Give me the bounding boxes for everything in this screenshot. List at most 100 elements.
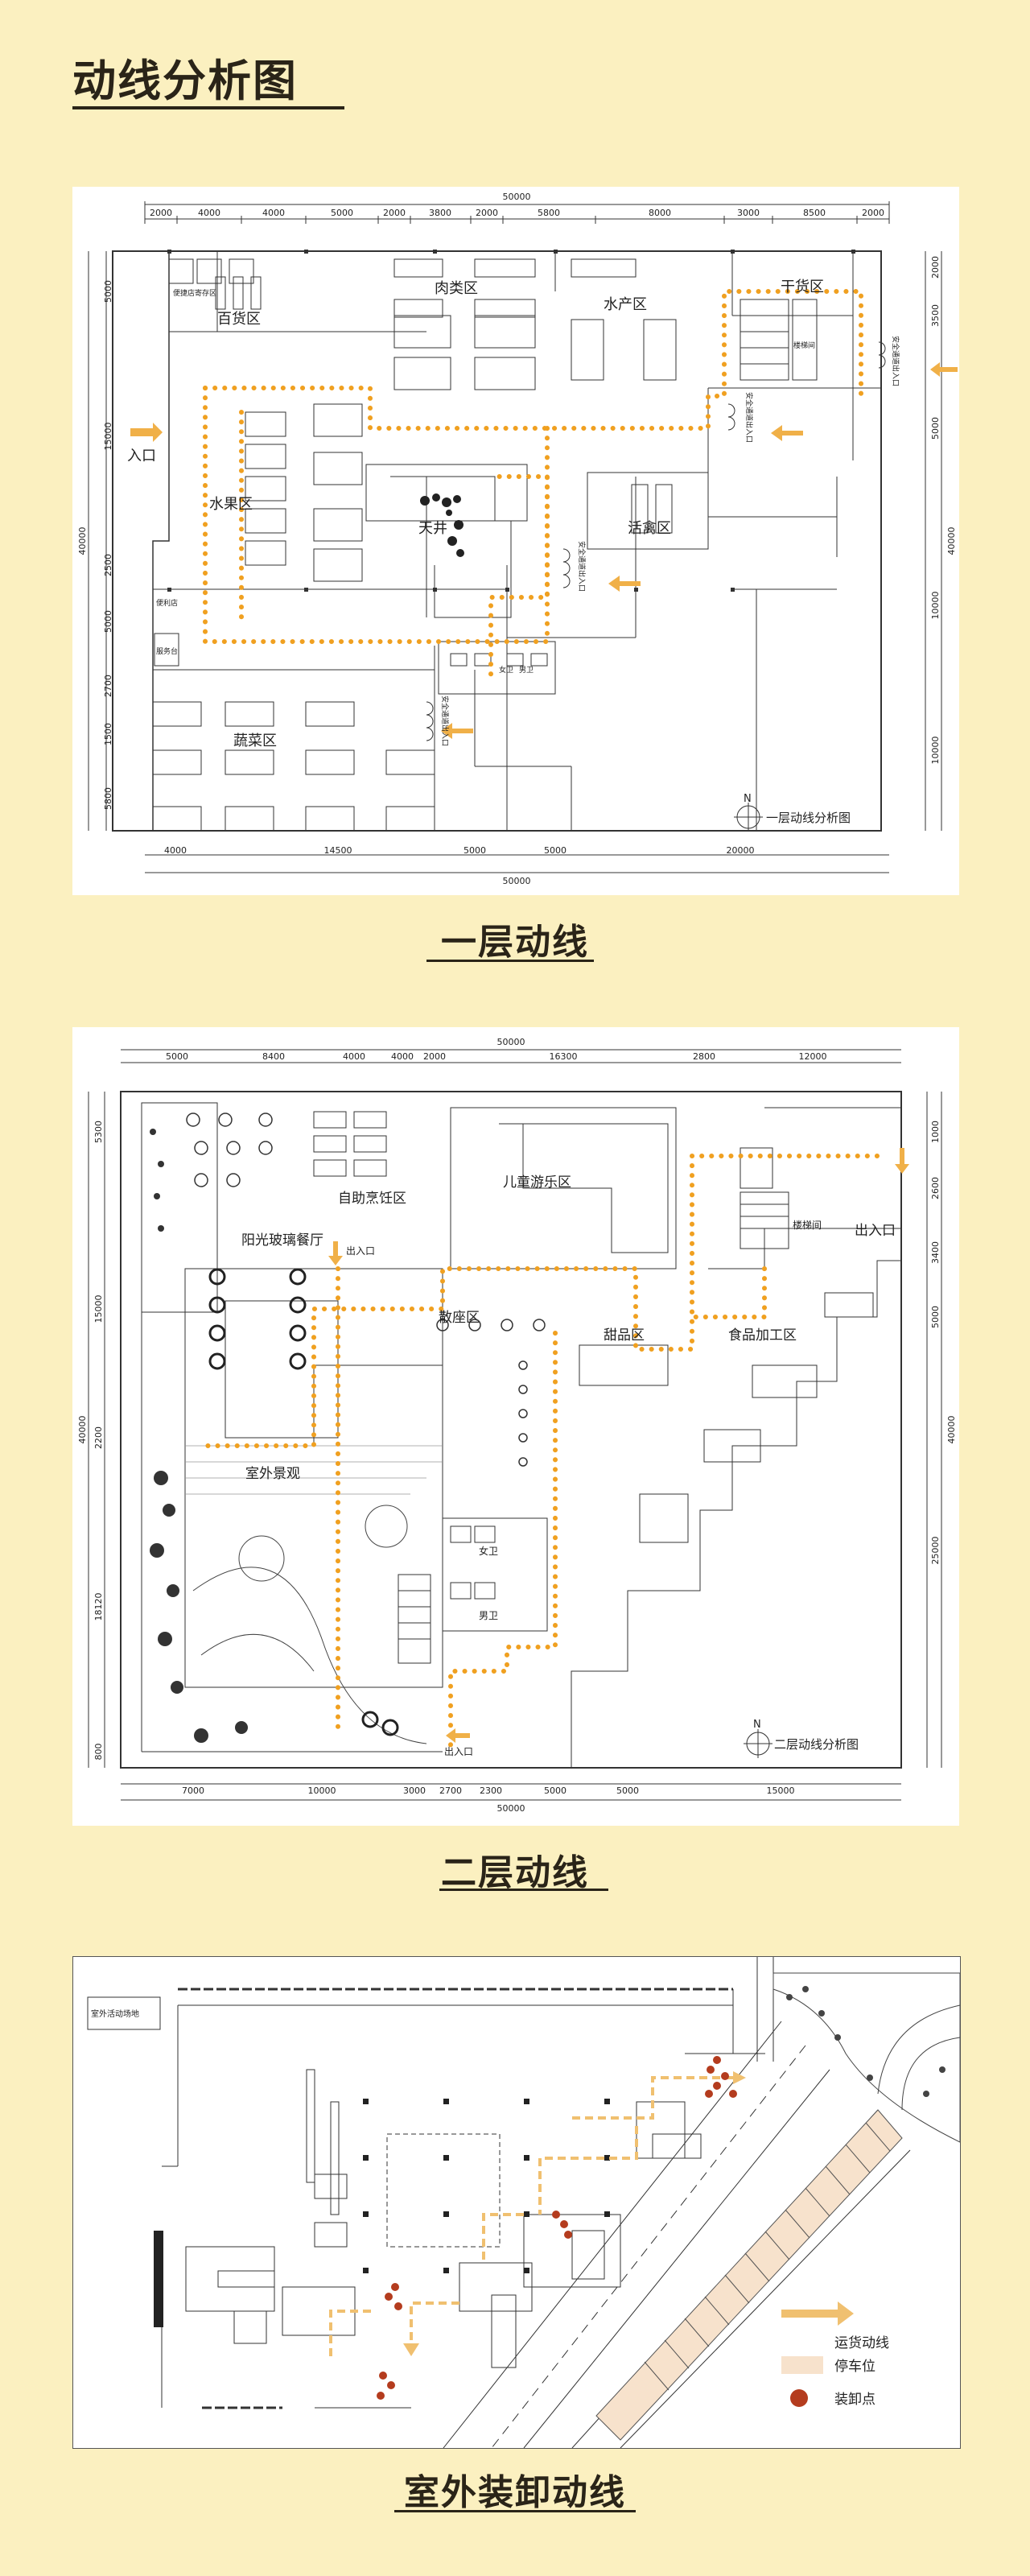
- p2-dim-top: 5000: [166, 1051, 188, 1062]
- p1-small-shop: 便利店: [156, 598, 178, 608]
- p1-dim-left: 5000: [103, 280, 113, 303]
- p1-zone-veg: 蔬菜区: [233, 733, 277, 749]
- p1-dim-left: 2700: [103, 675, 113, 697]
- p2-stairs: 楼梯间: [793, 1219, 822, 1231]
- p1-zone-dry: 干货区: [781, 279, 824, 295]
- p2-toilet-m: 男卫: [479, 1610, 498, 1621]
- p2-zone-food: 食品加工区: [728, 1327, 797, 1344]
- plan2-caption: 二层动线: [441, 1852, 589, 1893]
- p1-dim-right: 2000: [930, 256, 941, 279]
- p2-dim-bottom: 5000: [544, 1785, 566, 1796]
- p1-dim-bottom: 20000: [727, 845, 755, 856]
- p2-zone-kids: 儿童游乐区: [503, 1174, 571, 1191]
- p2-dim-left: 18120: [93, 1593, 104, 1621]
- p3-top-label: 室外活动场地: [91, 2008, 139, 2019]
- p1-safety-exit-4: 安全通道出入口: [891, 336, 900, 386]
- p2-entrance-top: 出入口: [346, 1245, 375, 1257]
- p1-dim-bottom: 4000: [164, 845, 187, 856]
- plan1-panel: 50000 2000 4000 4000 5000 2000 3800 2000…: [72, 187, 959, 895]
- p2-dim-left: 15000: [93, 1295, 104, 1323]
- page-title: 动线分析图: [72, 56, 298, 106]
- p1-zone-fruit: 水果区: [209, 496, 253, 513]
- p2-zone-dessert: 甜品区: [604, 1327, 645, 1344]
- p2-zone-glass: 阳光玻璃餐厅: [241, 1232, 323, 1249]
- p2-dim-top-total: 50000: [497, 1037, 525, 1047]
- p1-zone-atrium: 天井: [418, 520, 447, 537]
- p1-counter: 服务台: [156, 646, 178, 656]
- p1-dim-top: 3000: [737, 208, 760, 218]
- p2-dim-top: 12000: [799, 1051, 827, 1062]
- p2-dim-top: 4000: [391, 1051, 414, 1062]
- p1-zone-meat: 肉类区: [435, 280, 478, 297]
- p1-legend-label: 一层动线分析图: [766, 811, 851, 825]
- p2-dim-bottom: 5000: [616, 1785, 639, 1796]
- p2-dim-bottom: 2700: [439, 1785, 462, 1796]
- p2-north: N: [753, 1719, 761, 1731]
- p2-dim-left: 800: [93, 1744, 104, 1761]
- p1-dim-right: 10000: [930, 592, 941, 620]
- p2-dim-right: 3400: [930, 1241, 941, 1264]
- p2-dim-top: 2800: [693, 1051, 715, 1062]
- title-underline: [72, 106, 344, 109]
- p1-dim-left: 2500: [103, 554, 113, 576]
- p2-dim-bottom: 10000: [308, 1785, 336, 1796]
- p1-dim-right: 10000: [930, 737, 941, 765]
- plan1-caption: 一层动线: [441, 922, 589, 963]
- p1-dim-top: 4000: [198, 208, 220, 218]
- p1-dim-left: 15000: [103, 423, 113, 451]
- p1-dim-left: 1500: [103, 723, 113, 745]
- p1-safety-exit-2: 安全通道出入口: [577, 541, 587, 592]
- plan3-caption: 室外装卸动线: [404, 2472, 626, 2513]
- p1-dim-top: 2000: [383, 208, 406, 218]
- p1-dim-top: 8500: [803, 208, 826, 218]
- p2-legend-label: 二层动线分析图: [774, 1737, 859, 1752]
- plan2-drawing: 50000 5000 8400 4000 4000 2000 16300 280…: [77, 1037, 957, 1814]
- p2-dim-bottom-total: 50000: [497, 1803, 525, 1814]
- plan1-drawing: 50000 2000 4000 4000 5000 2000 3800 2000…: [77, 192, 958, 886]
- p2-dim-top: 16300: [550, 1051, 578, 1062]
- p1-dim-top: 2000: [476, 208, 498, 218]
- p1-zone-poultry: 活禽区: [628, 520, 671, 537]
- p2-dim-right: 5000: [930, 1306, 941, 1328]
- p2-dim-left: 2200: [93, 1426, 104, 1449]
- p1-dim-bottom-total: 50000: [503, 876, 531, 886]
- p2-dim-left: 40000: [77, 1416, 88, 1444]
- unload-legend-swatch: [790, 2389, 808, 2407]
- p1-stairs: 楼梯间: [793, 341, 815, 350]
- p1-toilet-m: 男卫: [519, 666, 534, 675]
- plan3-drawing: 运货动线 停车位 装卸点 室外活动场地: [87, 1957, 961, 2449]
- p1-dim-top-total: 50000: [503, 192, 531, 202]
- p1-dim-top: 8000: [649, 208, 671, 218]
- p1-dim-right: 5000: [930, 417, 941, 440]
- p2-dim-right: 40000: [946, 1416, 957, 1444]
- p1-dim-bottom: 5000: [544, 845, 566, 856]
- legend-route-label: 运货动线: [834, 2335, 889, 2351]
- p1-dim-top: 2000: [150, 208, 172, 218]
- p2-dim-bottom: 7000: [182, 1785, 204, 1796]
- p2-dim-top: 2000: [423, 1051, 446, 1062]
- p2-dim-right: 1000: [930, 1121, 941, 1143]
- plan1-caption-underline: [426, 960, 594, 962]
- p1-north: N: [744, 793, 752, 805]
- p2-dim-bottom: 2300: [480, 1785, 502, 1796]
- plan3-caption-underline: [394, 2510, 636, 2512]
- p2-dim-left: 5300: [93, 1121, 104, 1143]
- p1-dim-right: 3500: [930, 304, 941, 327]
- p2-dim-right: 25000: [930, 1537, 941, 1565]
- plan3-panel: 运货动线 停车位 装卸点 室外活动场地: [72, 1956, 961, 2449]
- p2-dim-bottom: 15000: [767, 1785, 795, 1796]
- p1-dim-bottom: 5000: [464, 845, 486, 856]
- p2-dim-right: 2600: [930, 1177, 941, 1199]
- p1-dim-top: 4000: [262, 208, 285, 218]
- p2-dim-top: 4000: [343, 1051, 365, 1062]
- p1-dim-bottom: 14500: [324, 845, 352, 856]
- p2-zone-outdoor: 室外景观: [245, 1466, 300, 1482]
- p1-dim-top: 3800: [429, 208, 451, 218]
- p2-entrance-bottom: 出入口: [444, 1746, 473, 1757]
- p1-dim-top: 2000: [862, 208, 884, 218]
- p1-dim-right: 40000: [946, 527, 957, 555]
- parking-legend-swatch: [781, 2356, 823, 2374]
- p1-dim-left: 40000: [77, 527, 88, 555]
- p2-dim-bottom: 3000: [403, 1785, 426, 1796]
- p1-dim-left: 5800: [103, 787, 113, 810]
